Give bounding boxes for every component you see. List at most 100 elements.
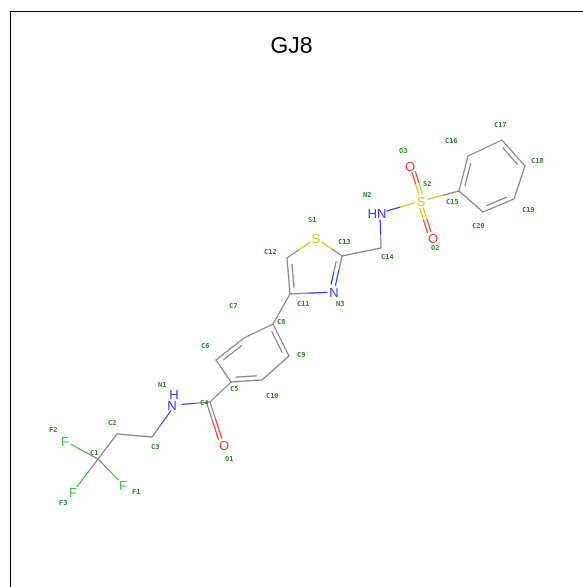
atom-label-c8: C8 xyxy=(277,318,285,326)
bond-c15-c16-inner-b xyxy=(467,162,472,176)
atom-label-c17: C17 xyxy=(494,121,507,129)
atom-o1-symbol: O xyxy=(219,438,229,453)
atom-label-c18: C18 xyxy=(531,157,544,165)
bond-c1-f1-b xyxy=(107,468,119,481)
bond-c7-c8-b xyxy=(257,323,274,332)
bond-c17-c18-inner-a xyxy=(502,147,511,157)
bond-c11-c12-b xyxy=(286,257,290,277)
bond-s2-c15-b xyxy=(442,190,460,196)
atom-s2-symbol: S xyxy=(417,194,426,209)
bond-n1-c4-b xyxy=(195,401,211,404)
bond-c10-c5-b xyxy=(230,380,248,383)
bond-c10-c5-inner-a xyxy=(245,375,257,378)
bond-c1-c2-b xyxy=(106,433,118,448)
bond-c19-c20-inner-a xyxy=(496,196,508,202)
atom-label-c16: C16 xyxy=(445,137,458,145)
atom-label-c2: C2 xyxy=(108,419,116,427)
bond-c13-c14-a xyxy=(341,251,363,257)
bond-c1-f3-b xyxy=(76,472,89,488)
atom-label-o1: O1 xyxy=(225,455,233,463)
atom-o2-symbol: O xyxy=(428,231,438,246)
bond-c19-c20-inner-b xyxy=(486,200,498,207)
bond-s2-o3-a xyxy=(414,182,420,195)
atom-n3-symbol: N xyxy=(329,285,338,300)
bond-c10-c5-inner-b xyxy=(235,375,247,378)
bond-c16-c17-a xyxy=(467,147,486,157)
atom-label-c6: C6 xyxy=(201,342,209,350)
bond-c8-c9-inner-a xyxy=(271,331,278,343)
bond-s1-c13-b xyxy=(331,248,343,257)
bond-n1-c4-a xyxy=(181,402,197,406)
bond-c8-c11-a xyxy=(272,308,283,325)
atom-label-n1: N1 xyxy=(158,381,166,389)
bond-c17-c18-b xyxy=(512,152,526,167)
atom-label-o2: O2 xyxy=(431,244,439,252)
bond-c13-n3-inner-b xyxy=(330,272,335,285)
bond-s2-o3-b xyxy=(411,172,417,185)
diagram-frame xyxy=(10,11,583,587)
bond-c6-c7-inner-a xyxy=(223,351,234,361)
atom-label-c10: C10 xyxy=(266,392,279,400)
bond-s2-o3-second-a xyxy=(418,181,423,194)
bond-c18-c19-a xyxy=(518,165,526,184)
atom-label-c11: C11 xyxy=(297,300,310,308)
atom-label-c13: C13 xyxy=(338,238,351,246)
atom-f1-symbol: F xyxy=(119,478,127,493)
bond-n3-c11-a xyxy=(307,291,328,294)
bond-c6-c7-a xyxy=(215,348,231,361)
bond-s1-c13-a xyxy=(321,241,333,250)
bond-c9-c10-b xyxy=(261,367,277,381)
atom-label-c12: C12 xyxy=(264,248,277,256)
bond-c5-c6-b xyxy=(215,359,225,372)
atom-label-f2: F2 xyxy=(49,426,57,434)
bond-c18-c19-b xyxy=(513,181,521,200)
atom-label-c1: C1 xyxy=(90,449,98,457)
molecule-title: GJ8 xyxy=(270,32,313,58)
bond-c16-c17-b xyxy=(484,139,503,149)
atom-label-o3: O3 xyxy=(399,147,407,155)
atom-label-n2: N2 xyxy=(363,191,371,199)
bond-c8-c11-b xyxy=(280,293,291,310)
bond-c13-n3-inner-a xyxy=(333,260,337,274)
atom-label-n3: N3 xyxy=(336,300,344,308)
bond-c17-c18-inner-b xyxy=(509,155,519,165)
bond-c11-c12-inner-b xyxy=(291,263,294,277)
bond-c13-c14-b xyxy=(360,247,382,253)
bond-c7-c8-a xyxy=(243,330,260,339)
bond-s2-c15-a xyxy=(427,194,444,200)
atom-o3-symbol: O xyxy=(405,159,415,174)
bond-c6-c7-inner-b xyxy=(232,344,243,354)
bond-c4-o1-second-b xyxy=(211,420,220,441)
bond-s2-o2-second-a xyxy=(419,208,425,222)
bond-c4-o1-second-a xyxy=(206,402,214,422)
bond-c9-c10-a xyxy=(274,355,290,369)
atom-label-c9: C9 xyxy=(297,351,305,359)
atom-label-s1: S1 xyxy=(308,216,316,224)
bond-c1-f1-a xyxy=(97,458,109,471)
bond-c2-c3-b xyxy=(133,434,153,438)
bond-c12-s1-a xyxy=(286,249,300,259)
bond-c17-c18-a xyxy=(501,139,515,154)
bond-c2-c3-a xyxy=(116,433,136,437)
bond-c15-c16-a xyxy=(458,172,465,192)
bond-n2-s2-b xyxy=(399,202,415,208)
bond-s2-o3-second-b xyxy=(414,171,420,184)
bond-c11-c12-a xyxy=(287,275,291,295)
bond-s2-o2-second-b xyxy=(423,219,429,234)
bond-c13-n3-b xyxy=(334,269,340,286)
atom-label-f3: F3 xyxy=(59,499,67,507)
atom-label-c20: C20 xyxy=(472,222,485,230)
atom-label-c19: C19 xyxy=(522,206,535,214)
bond-c12-s1-b xyxy=(298,241,311,251)
bond-c3-n1-a xyxy=(151,423,163,438)
bond-c1-c2-a xyxy=(97,445,109,460)
bond-s2-o2-a xyxy=(422,207,428,221)
atom-label-s2: S2 xyxy=(423,180,431,188)
bond-c15-c16-inner-a xyxy=(464,174,469,187)
atom-label-c15: C15 xyxy=(446,198,459,206)
atom-label-f1: F1 xyxy=(132,488,140,496)
bond-c19-c20-b xyxy=(482,204,500,213)
